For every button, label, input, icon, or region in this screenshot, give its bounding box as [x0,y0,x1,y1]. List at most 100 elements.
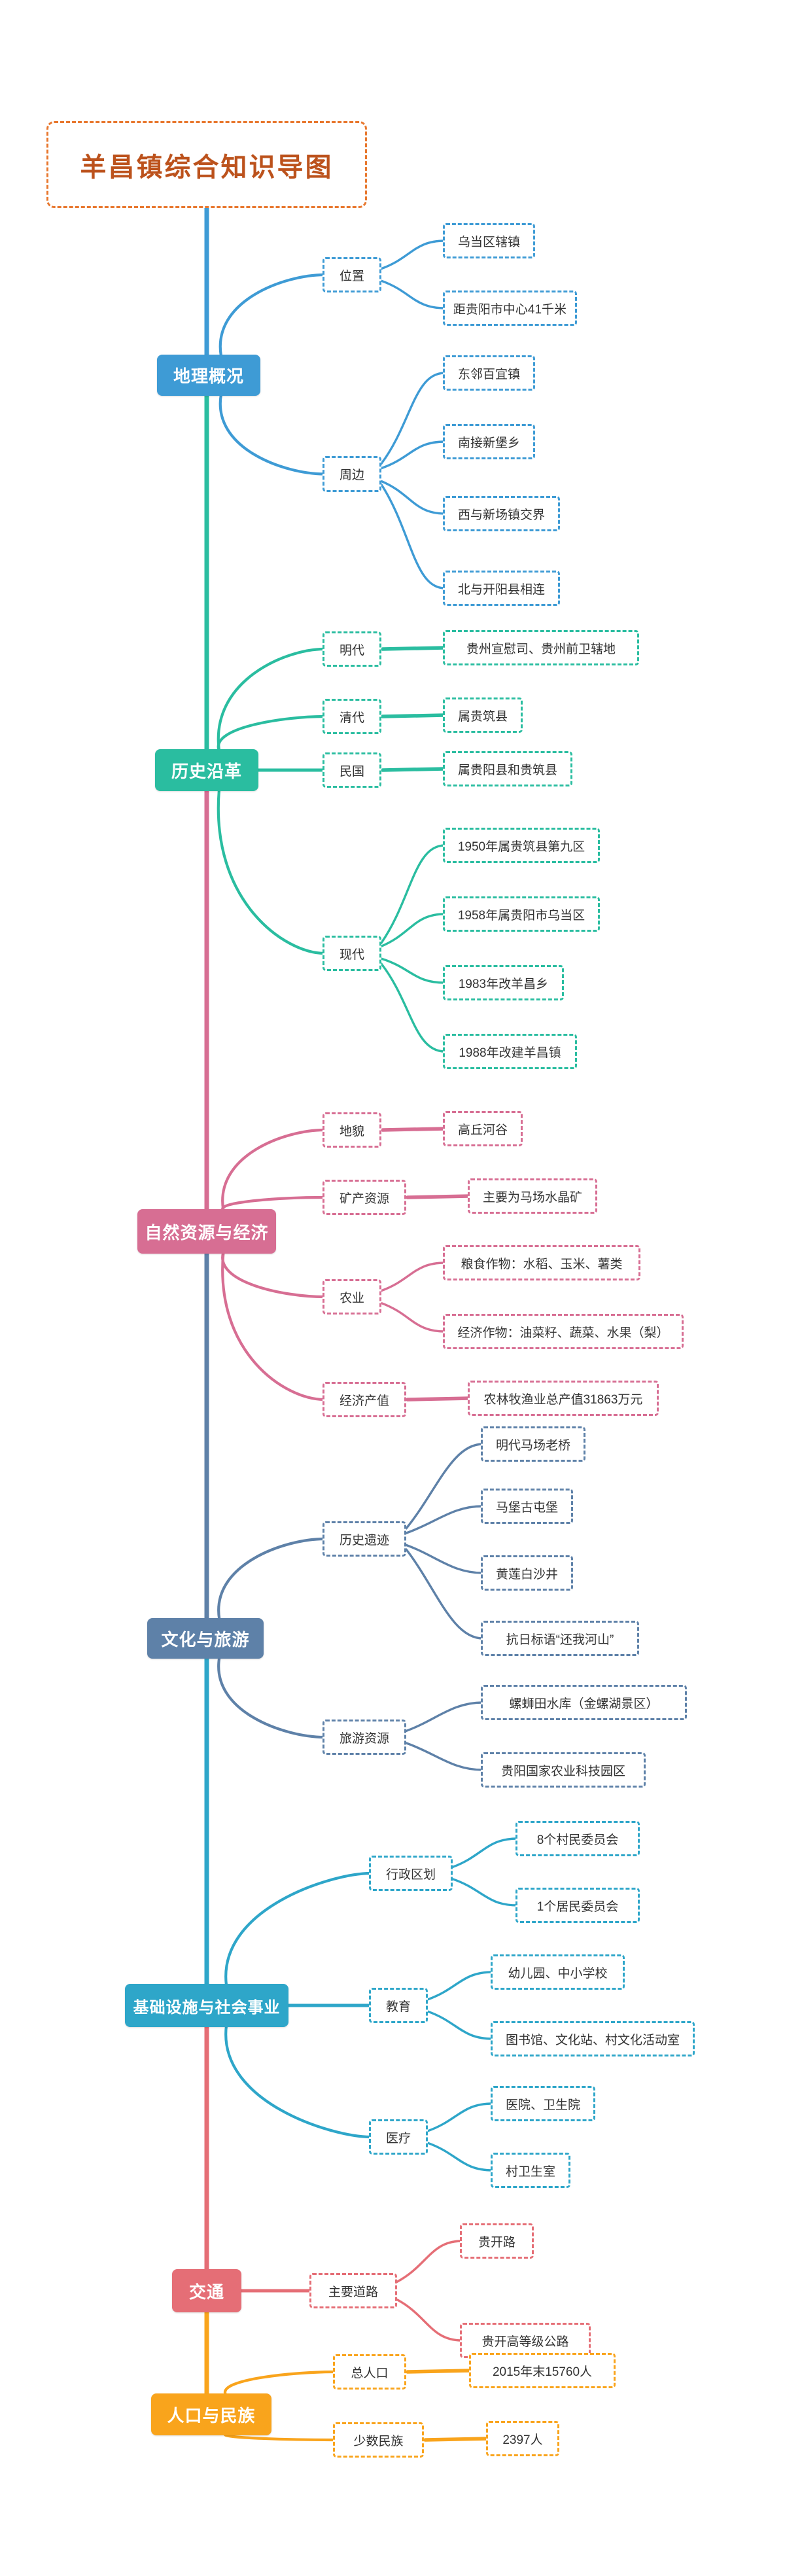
connector-line [405,1548,484,1640]
leaf-topic-surroundings-3[interactable]: 北与开阳县相连 [443,571,560,606]
connector-line [396,2298,463,2342]
leaf-topic-surroundings-0[interactable]: 东邻百宜镇 [443,355,535,391]
leaf-topic-surroundings-1[interactable]: 南接新堡乡 [443,424,535,459]
connector-line [405,1505,484,1534]
leaf-topic-economic-output-0[interactable]: 农林牧渔业总产值31863万元 [468,1381,659,1416]
leaf-topic-minerals-0[interactable]: 主要为马场水晶矿 [468,1178,597,1214]
leaf-topic-medical-0[interactable]: 医院、卫生院 [491,2086,595,2121]
connector-line [221,1250,326,1299]
branch-topic-minerals[interactable]: 矿产资源 [323,1180,406,1215]
connector-line [224,2024,373,2139]
connector-line [223,2370,337,2397]
main-topic-infrastructure[interactable]: 基础设施与社会事业 [125,1984,288,2027]
leaf-topic-heritage-2[interactable]: 黄莲白沙井 [481,1555,573,1591]
connector-line [406,1396,472,1402]
connector-line [224,1871,373,1987]
connector-line [380,239,446,270]
connector-line [217,1537,326,1621]
main-topic-geography[interactable]: 地理概况 [157,355,260,396]
branch-topic-modern-era[interactable]: 现代 [323,936,381,971]
leaf-topic-tourism-1[interactable]: 贵阳国家农业科技园区 [481,1752,646,1788]
leaf-topic-main-roads-1[interactable]: 贵开高等级公路 [460,2323,591,2358]
connector-line [380,483,446,590]
connector-line [380,913,446,947]
leaf-topic-minorities-0[interactable]: 2397人 [486,2421,559,2456]
connector-line [405,1443,484,1530]
branch-topic-medical[interactable]: 医疗 [369,2119,428,2155]
connector-line [380,1301,446,1333]
branch-topic-ming-dynasty[interactable]: 明代 [323,631,381,667]
leaf-topic-heritage-3[interactable]: 抗日标语“还我河山” [481,1621,639,1656]
leaf-topic-admin-divisions-0[interactable]: 8个村民委员会 [515,1821,640,1856]
leaf-topic-surroundings-2[interactable]: 西与新场镇交界 [443,496,560,531]
connector-line [380,962,446,1053]
main-topic-transport[interactable]: 交通 [172,2269,241,2312]
connector-line [427,2010,494,2040]
leaf-topic-heritage-1[interactable]: 马堡古屯堡 [481,1489,573,1524]
connector-line [217,647,326,752]
branch-topic-education[interactable]: 教育 [369,1988,428,2023]
leaf-topic-modern-era-0[interactable]: 1950年属贵筑县第九区 [443,828,600,863]
main-topic-resources-economy[interactable]: 自然资源与经济 [137,1209,276,1254]
leaf-topic-education-0[interactable]: 幼儿园、中小学校 [491,1954,625,1990]
connector-line [221,1250,326,1402]
leaf-topic-republic-era-0[interactable]: 属贵阳县和贵筑县 [443,751,572,786]
branch-topic-tourism[interactable]: 旅游资源 [323,1720,406,1755]
connector-line [381,713,447,718]
main-topic-history[interactable]: 历史沿革 [155,749,258,791]
connector-line [405,1544,484,1574]
connector-line [221,1195,326,1212]
leaf-topic-landform-0[interactable]: 高丘河谷 [443,1111,523,1146]
branch-topic-total-population[interactable]: 总人口 [333,2354,406,2390]
leaf-topic-modern-era-1[interactable]: 1958年属贵阳市乌当区 [443,896,600,932]
branch-topic-minorities[interactable]: 少数民族 [333,2422,424,2458]
branch-topic-economic-output[interactable]: 经济产值 [323,1382,406,1417]
connector-line [380,957,446,984]
leaf-topic-ming-dynasty-0[interactable]: 贵州宣慰司、贵州前卫辖地 [443,630,639,665]
connector-line [380,844,446,944]
leaf-topic-total-population-0[interactable]: 2015年末15760人 [469,2353,616,2388]
connector-line [223,2432,337,2442]
connector-line [380,480,446,515]
connector-line [217,1655,326,1739]
leaf-topic-agriculture-1[interactable]: 经济作物：油菜籽、蔬菜、水果（梨） [443,1314,684,1349]
connector-line [451,1837,519,1869]
connector-line [217,788,326,955]
connector-line [427,1971,494,2001]
connector-line [406,1194,472,1199]
leaf-topic-education-1[interactable]: 图书馆、文化站、村文化活动室 [491,2021,695,2056]
connector-line [396,2240,463,2284]
leaf-topic-heritage-0[interactable]: 明代马场老桥 [481,1426,585,1462]
branch-topic-surroundings[interactable]: 周边 [323,456,381,492]
connector-line [406,2369,473,2374]
connector-line [380,372,446,465]
branch-topic-location[interactable]: 位置 [323,257,381,292]
connector-line [221,1128,326,1212]
connector-line [423,2437,490,2442]
connector-line [451,1878,519,1907]
leaf-topic-tourism-0[interactable]: 螺蛳田水库（金螺湖景区） [481,1685,687,1720]
leaf-topic-modern-era-3[interactable]: 1988年改建羊昌镇 [443,1034,577,1069]
leaf-topic-agriculture-0[interactable]: 粮食作物：水稻、玉米、薯类 [443,1245,640,1280]
connector-line [217,715,326,752]
branch-topic-republic-era[interactable]: 民国 [323,752,381,788]
leaf-topic-modern-era-2[interactable]: 1983年改羊昌乡 [443,965,564,1000]
leaf-topic-location-0[interactable]: 乌当区辖镇 [443,223,535,258]
leaf-topic-main-roads-0[interactable]: 贵开路 [460,2223,534,2259]
leaf-topic-medical-1[interactable]: 村卫生室 [491,2153,570,2188]
branch-topic-heritage[interactable]: 历史遗迹 [323,1521,406,1557]
branch-topic-landform[interactable]: 地貌 [323,1112,381,1148]
leaf-topic-location-1[interactable]: 距贵阳市中心41千米 [443,291,577,326]
branch-topic-qing-dynasty[interactable]: 清代 [323,699,381,734]
branch-topic-admin-divisions[interactable]: 行政区划 [369,1856,453,1891]
main-topic-population[interactable]: 人口与民族 [151,2393,271,2435]
main-topic-culture-tourism[interactable]: 文化与旅游 [147,1618,264,1659]
connector-line [381,646,447,651]
branch-topic-main-roads[interactable]: 主要道路 [309,2273,397,2308]
connector-line [380,279,446,309]
leaf-topic-admin-divisions-1[interactable]: 1个居民委员会 [515,1888,640,1923]
leaf-topic-qing-dynasty-0[interactable]: 属贵筑县 [443,697,523,733]
root-topic[interactable]: 羊昌镇综合知识导图 [46,121,367,208]
branch-topic-agriculture[interactable]: 农业 [323,1279,381,1314]
